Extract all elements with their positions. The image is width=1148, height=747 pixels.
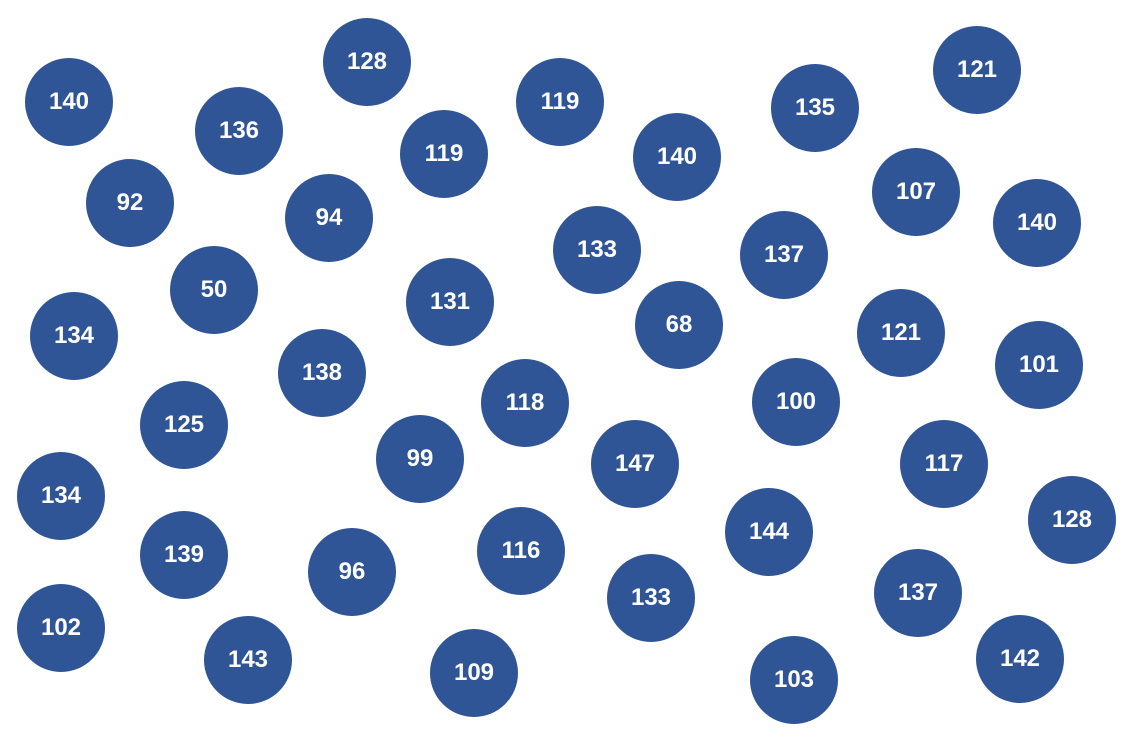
number-label: 92 [116,189,144,216]
number-label: 128 [346,48,388,75]
number-circle: 137 [740,211,828,299]
number-label: 116 [501,537,541,564]
number-label: 50 [200,276,228,303]
number-circle: 140 [993,179,1081,267]
number-circle: 138 [278,329,366,417]
number-circle: 139 [140,511,228,599]
number-circle: 103 [750,636,838,724]
number-circle: 128 [1028,476,1116,564]
number-label: 118 [505,389,545,416]
number-circle: 140 [25,58,113,146]
number-label: 102 [40,614,82,641]
number-circle: 134 [17,452,105,540]
number-circle: 133 [607,554,695,642]
number-circle: 107 [872,148,960,236]
number-circle: 116 [477,507,565,595]
number-label: 137 [763,241,805,268]
number-circle: 92 [86,159,174,247]
number-circle: 119 [516,58,604,146]
number-circle: 147 [591,420,679,508]
number-label: 139 [163,541,205,568]
number-label: 131 [429,288,471,315]
number-label: 103 [773,666,815,693]
number-label: 135 [794,94,836,121]
number-circle: 119 [400,110,488,198]
number-circle: 109 [430,629,518,717]
number-label: 142 [999,645,1041,672]
number-label: 119 [540,88,580,115]
number-label: 138 [301,359,343,386]
number-label: 117 [924,450,964,477]
number-label: 109 [453,659,495,686]
number-label: 121 [956,56,998,83]
number-label: 147 [614,450,656,477]
number-circle: 128 [323,18,411,106]
number-label: 68 [665,311,693,338]
number-circle: 118 [481,359,569,447]
number-label: 134 [40,482,82,509]
number-label: 134 [53,322,95,349]
number-circle: 134 [30,292,118,380]
number-label: 133 [630,584,672,611]
number-label: 94 [315,204,343,231]
number-circle: 117 [900,420,988,508]
number-label: 121 [880,319,922,346]
number-label: 144 [748,518,790,545]
number-label: 133 [576,236,618,263]
number-label: 125 [163,411,205,438]
number-label: 96 [338,558,366,585]
number-circle: 136 [195,87,283,175]
number-circle: 144 [725,488,813,576]
number-label: 99 [406,445,434,472]
number-circle: 121 [857,289,945,377]
number-circle: 121 [933,26,1021,114]
number-circle: 96 [308,528,396,616]
number-label: 137 [897,579,939,606]
number-circle: 99 [376,415,464,503]
number-circle: 133 [553,206,641,294]
number-circle: 68 [635,281,723,369]
number-label: 136 [218,117,260,144]
number-label: 107 [895,178,937,205]
number-label: 140 [48,88,90,115]
number-circle: 137 [874,549,962,637]
number-circle: 143 [204,616,292,704]
number-label: 140 [656,143,698,170]
number-circle: 131 [406,258,494,346]
number-circle: 101 [995,321,1083,409]
number-circle: 125 [140,381,228,469]
number-label: 128 [1051,506,1093,533]
number-circle: 50 [170,246,258,334]
number-circle: 94 [285,174,373,262]
number-circle: 100 [752,358,840,446]
number-label: 119 [424,140,464,167]
number-circle: 135 [771,64,859,152]
number-label: 100 [775,388,817,415]
number-label: 140 [1016,209,1058,236]
number-circle: 142 [976,615,1064,703]
number-circle: 102 [17,584,105,672]
number-label: 143 [227,646,269,673]
number-circle: 140 [633,113,721,201]
number-label: 101 [1018,351,1060,378]
